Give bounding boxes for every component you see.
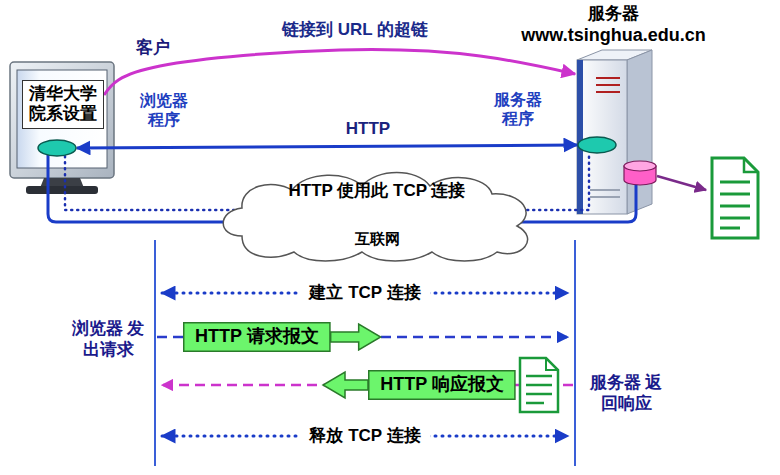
server-tower: [577, 50, 652, 214]
side-note: 服务器 返回响应: [588, 372, 664, 415]
fetch-arrow: [657, 176, 706, 190]
edge-label: 链接到 URL 的超链: [278, 20, 432, 40]
side-note: 浏览器 发出请求: [70, 318, 146, 361]
document-icon: [712, 158, 758, 238]
document-icon: [520, 358, 558, 412]
message-label: HTTP 响应报文: [380, 374, 504, 396]
client-label: 客户: [136, 38, 170, 58]
internet-cloud: HTTP 使用此 TCP 连接互联网: [212, 166, 542, 262]
program-ellipse: 服务器 程序: [577, 136, 617, 154]
response-arrow: HTTP 响应报文: [323, 370, 516, 400]
client-computer: [10, 62, 114, 194]
screen-text: 清华大学 院系设置: [27, 84, 99, 125]
connector: [104, 50, 575, 95]
request-arrow: HTTP 请求报文: [183, 322, 381, 352]
server-box: 服务器www.tsinghua.edu.cn: [575, 50, 652, 215]
connector: [77, 145, 577, 148]
server-url: www.tsinghua.edu.cn: [521, 25, 705, 47]
lifeline: [154, 240, 156, 466]
database-cylinder: [624, 161, 656, 185]
cloud-label: 互联网: [355, 230, 400, 248]
ellipse-shape: [577, 136, 617, 154]
cloud-shape: [212, 166, 542, 262]
step-label: 释放 TCP 连接: [299, 423, 430, 449]
cloud-title: HTTP 使用此 TCP 连接: [289, 181, 466, 201]
message-label: HTTP 请求报文: [195, 326, 319, 348]
program-ellipse: 浏览器 程序: [37, 139, 77, 157]
ellipse-shape: [37, 139, 77, 157]
screen-box: 清华大学 院系设置: [22, 80, 104, 129]
step-label: 建立 TCP 连接: [299, 280, 430, 306]
server-label: 服务器: [588, 4, 639, 24]
program-label: 服务器 程序: [491, 90, 545, 128]
program-label: 浏览器 程序: [137, 91, 191, 129]
lifeline: [574, 240, 576, 466]
edge-label: HTTP: [342, 119, 394, 139]
